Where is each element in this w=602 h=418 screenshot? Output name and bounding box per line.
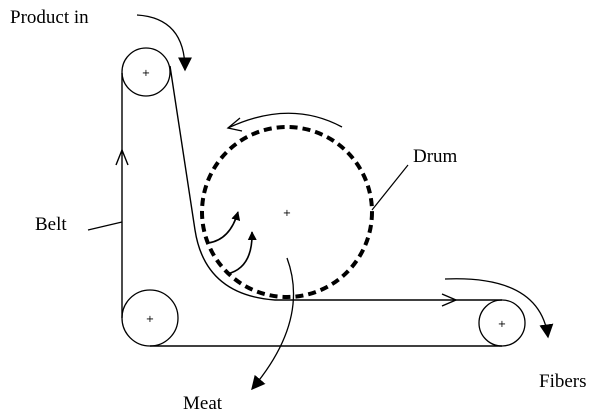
drum: + <box>200 125 374 299</box>
drum-outline <box>200 125 374 299</box>
product-in-label: Product in <box>10 7 89 28</box>
belt-incline-run <box>169 65 502 301</box>
meat-arrow <box>251 257 295 391</box>
belt-leader-line <box>87 221 123 231</box>
fibers-label: Fibers <box>539 371 587 392</box>
belt-label: Belt <box>35 214 67 235</box>
roller-top-left-center: + <box>142 68 150 79</box>
roller-bottom-left: + <box>121 289 179 347</box>
drum-rotation-arrowhead <box>226 117 243 132</box>
belt-direction-chevron <box>115 148 129 166</box>
drum-center: + <box>283 208 291 219</box>
roller-right-center: + <box>498 319 506 330</box>
roller-top-left: + <box>121 47 171 97</box>
drum-leader-line <box>371 164 409 211</box>
roller-bottom-left-center: + <box>146 314 154 325</box>
drum-label: Drum <box>413 146 458 167</box>
product-in-arrow <box>136 14 192 72</box>
belt <box>115 65 502 347</box>
meat-label: Meat <box>183 393 223 414</box>
fibers-arrow <box>444 278 554 339</box>
roller-right: + <box>478 299 526 347</box>
belt-top-direction-chevron <box>441 293 458 307</box>
drum-rotation-arrow <box>227 112 343 129</box>
press-arrow-1 <box>207 211 241 244</box>
press-arrow-2 <box>226 231 257 275</box>
